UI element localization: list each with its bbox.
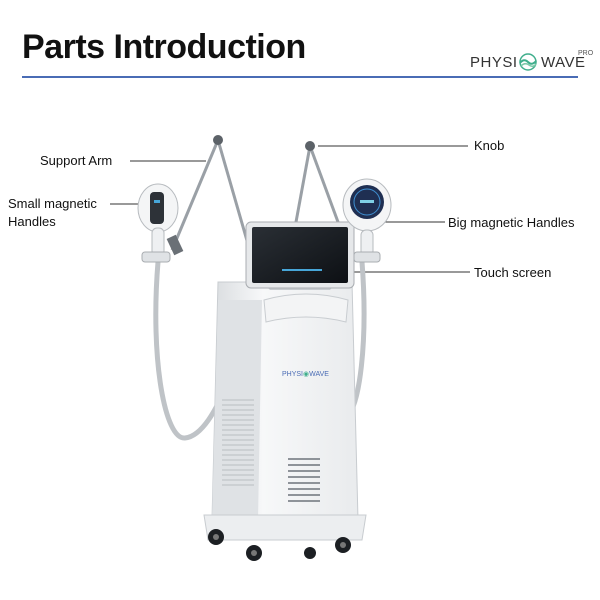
device-body-logo: PHYSI◉WAVE [282,370,329,378]
wheel-front-right [335,537,351,553]
device-logo-wave: WAVE [309,371,329,378]
callout-touch-screen: Touch screen [474,264,551,282]
callout-knob: Knob [474,137,504,155]
knob [305,141,315,151]
callout-big-handles: Big magnetic Handles [448,214,574,232]
callout-small-handles-line1: Small magnetic [8,195,97,213]
wheel-front-left [208,529,224,545]
device-body [204,282,366,540]
wheel-rear-right [304,547,316,559]
touch-screen [246,222,354,290]
left-support-arm [167,135,252,258]
right-support-arm [296,141,338,222]
callout-small-handles: Small magnetic Handles [8,195,97,231]
device-logo-physi: PHYSI [282,371,303,378]
wheel-rear-left [246,545,262,561]
callout-small-handles-line2: Handles [8,213,97,231]
callout-support-arm: Support Arm [40,152,112,170]
